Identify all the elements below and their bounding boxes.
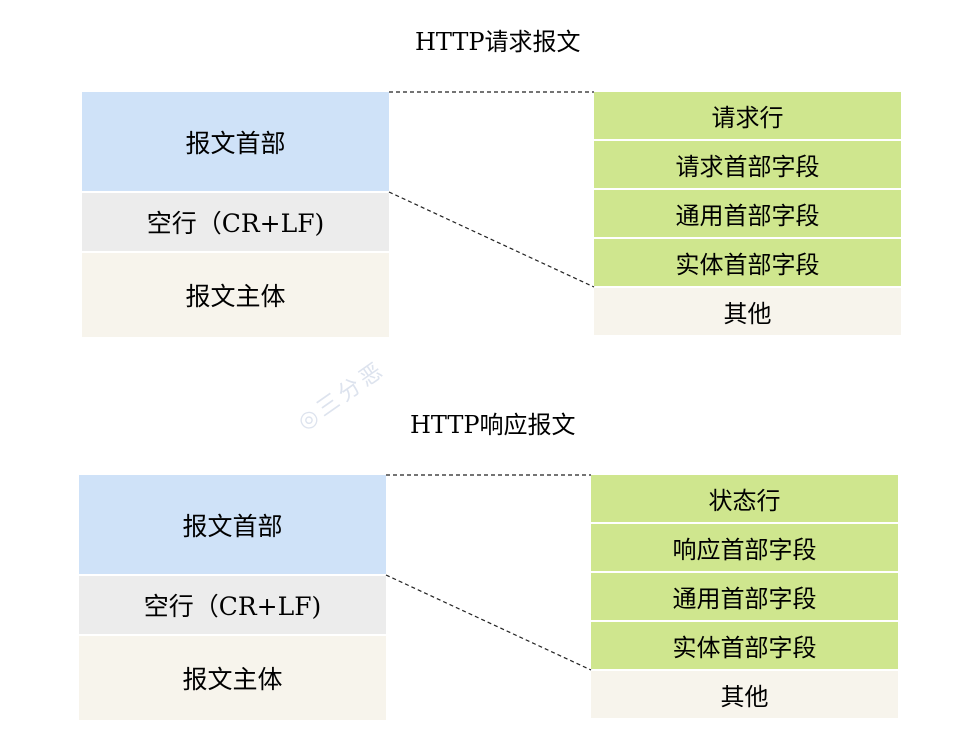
response-connector-bottom [385,574,592,671]
request-header-block: 报文首部 [82,92,389,191]
request-entity-fields-row: 实体首部字段 [594,239,901,286]
response-general-fields-row: 通用首部字段 [591,573,898,620]
request-line-row: 请求行 [594,92,901,139]
response-blank-line-block: 空行（CR+LF) [79,576,386,634]
request-header-fields-row: 请求首部字段 [594,141,901,188]
request-body-block: 报文主体 [82,253,389,337]
response-header-block: 报文首部 [79,475,386,574]
request-connector-bottom [388,191,595,288]
response-other-row: 其他 [591,671,898,718]
request-blank-line-block: 空行（CR+LF) [82,193,389,251]
status-line-row: 状态行 [591,475,898,522]
request-other-row: 其他 [594,288,901,335]
response-entity-fields-row: 实体首部字段 [591,622,898,669]
request-title: HTTP请求报文 [415,28,581,56]
response-header-fields-row: 响应首部字段 [591,524,898,571]
response-body-block: 报文主体 [79,636,386,720]
response-title: HTTP响应报文 [410,411,576,439]
request-general-fields-row: 通用首部字段 [594,190,901,237]
